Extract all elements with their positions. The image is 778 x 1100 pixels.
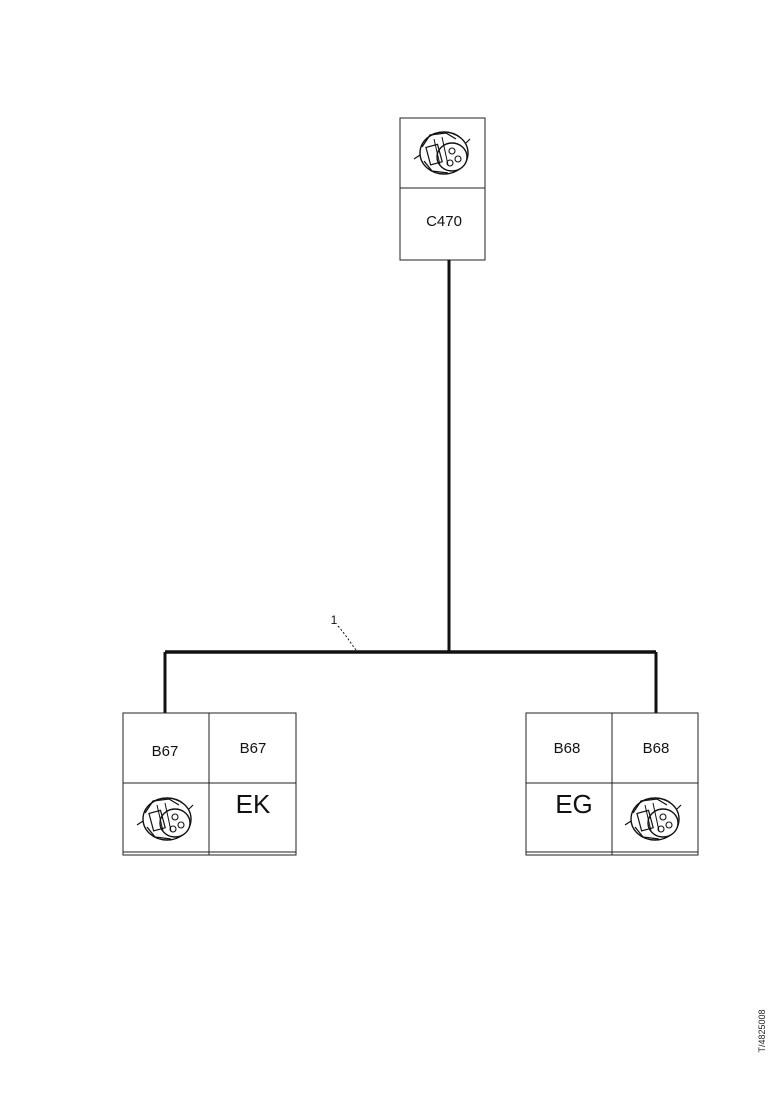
figure-id: T/4825008 (752, 1006, 772, 1056)
connector-b67-label-b: B67 (240, 740, 267, 757)
connector-b68-label-a: B68 (554, 740, 581, 757)
connector-b68-label-b: B68 (643, 740, 670, 757)
connector-b68: B68 B68 EG (525, 712, 699, 856)
connector-b67: B67 B67 EK (122, 712, 297, 856)
wire-harness (163, 260, 658, 713)
connector-c470: C470 (399, 117, 486, 261)
connector-b67-code: EK (236, 789, 271, 819)
figure-id-text: T/4825008 (757, 1009, 767, 1053)
wire-callout-number: 1 (331, 613, 338, 627)
connector-b67-label-a: B67 (152, 743, 179, 760)
connector-c470-label: C470 (426, 213, 462, 230)
connector-b68-code: EG (555, 789, 593, 819)
